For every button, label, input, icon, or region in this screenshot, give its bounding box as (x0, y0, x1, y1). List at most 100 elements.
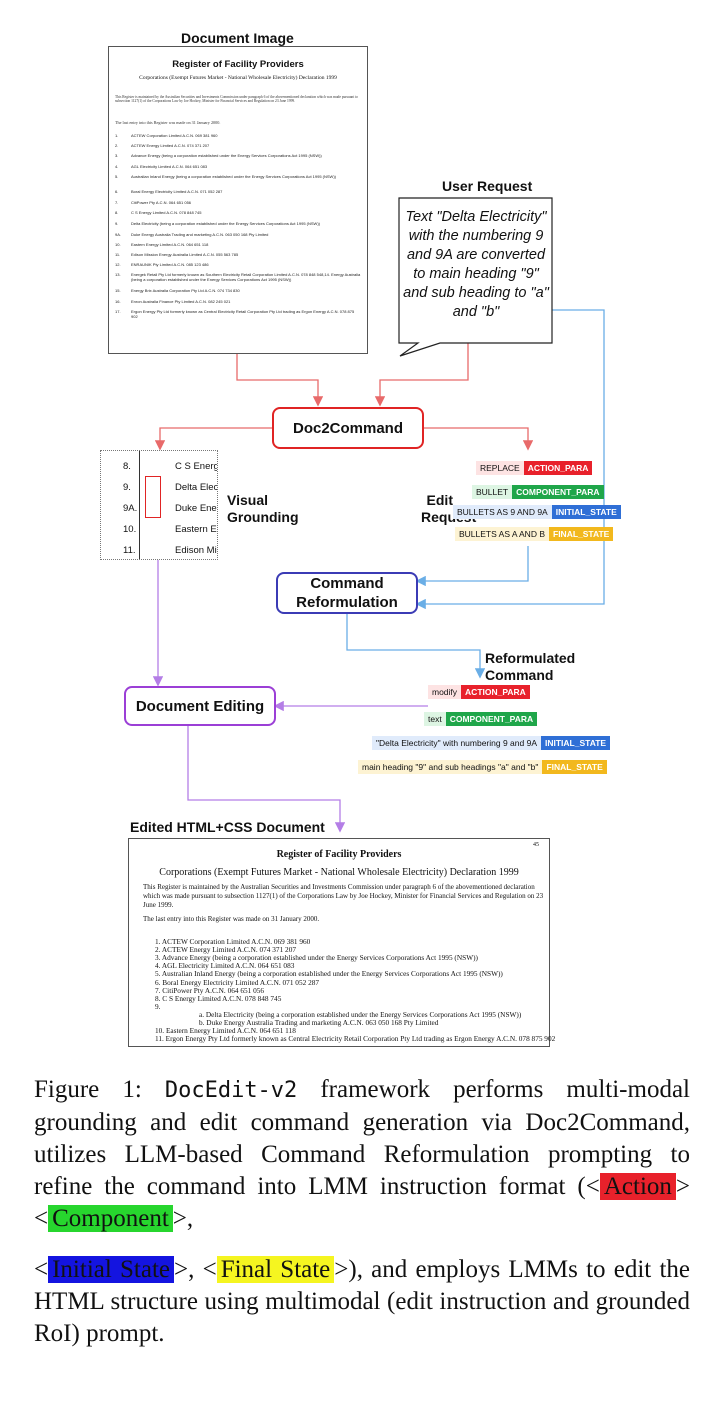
output-doc-line: 10. Eastern Energy Limited A.C.N. 064 65… (155, 1026, 296, 1036)
edit-tag-text: REPLACE (476, 461, 524, 475)
reformulated-tag: "Delta Electricity" with numbering 9 and… (372, 736, 611, 750)
doc2command-box: Doc2Command (272, 407, 424, 449)
input-doc-item-text: Eastern Energy Limited A.C.N. 064 651 11… (131, 242, 209, 247)
edit-tag-chip: ACTION_PARA (523, 461, 593, 475)
edit-tag-text: BULLETS AS A AND B (455, 527, 549, 541)
input-doc-item-number: 15. (115, 288, 121, 293)
command-reformulation-label: Command Reformulation (296, 575, 398, 611)
output-doc-subtitle: Corporations (Exempt Futures Market - Na… (159, 867, 519, 878)
input-doc-item-number: 10. (115, 242, 121, 247)
label-visual-grounding: Visual Grounding (227, 492, 299, 525)
edit-tag-text: BULLETS AS 9 AND 9A (453, 505, 552, 519)
input-doc-item-text: Advance Energy (being a corporation esta… (131, 153, 322, 158)
output-doc-line: 9. (155, 1001, 161, 1011)
input-doc-item-number: 9A. (115, 232, 122, 237)
arrow-edit-to-reform (415, 546, 529, 587)
output-doc-line: 5. Australian Inland Energy (being a cor… (155, 969, 503, 979)
caption-part-2: framework performs multi-modal grounding… (34, 1076, 690, 1200)
input-doc-item-text: Australian Inland Energy (being a corpor… (131, 174, 336, 179)
input-document-image: Register of Facility Providers Corporati… (108, 46, 368, 354)
user-request-bubble (398, 197, 553, 357)
label-document-image: Document Image (181, 30, 294, 46)
caption-part-5: < (34, 1256, 49, 1283)
arrow-doc2command-to-grounding (154, 427, 272, 451)
input-doc-item-text: CitiPower Pty A.C.N. 064 651 056 (131, 200, 192, 205)
reformulated-tag-chip: ACTION_PARA (461, 685, 530, 699)
input-doc-item-text: ACTEW Corporation Limited A.C.N. 069 381… (131, 133, 218, 138)
output-doc-line: 7. CitiPower Pty A.C.N. 064 651 056 (155, 985, 265, 995)
caption-part-4: >, (172, 1205, 194, 1232)
output-doc-line: 6. Boral Energy Electricity Limited A.C.… (155, 977, 320, 987)
input-doc-item-number: 6. (115, 189, 119, 194)
label-user-request: User Request (442, 178, 533, 194)
caption-action-chip: Action (599, 1173, 676, 1200)
grounding-row-number: 9A. (123, 503, 138, 514)
edit-tag-text: BULLET (472, 485, 513, 499)
doc2command-label: Doc2Command (292, 419, 404, 437)
input-doc-item-text: Delta Electricity (being a corporation e… (131, 221, 320, 226)
input-doc-item-number: 3. (115, 153, 119, 158)
output-doc-intro-2: which was made pursuant to subsection 11… (143, 892, 544, 900)
output-doc-line: 3. Advance Energy (being a corporation e… (155, 953, 478, 963)
input-doc-item-text: Edison Mission Energy Australia Limited … (131, 252, 239, 257)
figure-caption: Figure 1: DocEdit-v2 framework performs … (34, 1074, 690, 1350)
caption-final-chip: Final State (216, 1256, 335, 1283)
edit-tag-chip: FINAL_STATE (549, 527, 614, 541)
user-request-text: Text "Delta Electricity" with the number… (403, 209, 549, 320)
input-doc-item-text: Boral Energy Electricity Limited A.C.N. … (131, 189, 223, 194)
input-doc-item-number: 11. (115, 252, 121, 257)
input-doc-item-number: 17. (115, 309, 121, 314)
grounding-row-text: Duke Energ (175, 503, 217, 514)
input-doc-item-number: 4. (115, 164, 119, 169)
output-doc-title: Register of Facility Providers (276, 849, 402, 860)
output-doc-intro-1: This Register is maintained by the Austr… (143, 883, 535, 891)
arrow-request-to-reform (415, 309, 605, 610)
output-doc-line: a. Delta Electricity (being a corporatio… (199, 1009, 522, 1019)
reformulated-tag-text: text (424, 712, 446, 726)
arrow-editing-to-output (187, 726, 346, 833)
input-doc-item-number: 13. (115, 272, 121, 277)
output-doc-line: 4. AGL Electricity Limited A.C.N. 064 65… (155, 961, 295, 971)
input-doc-item-number: 8. (115, 210, 119, 215)
edit-tag-chip: COMPONENT_PARA (512, 485, 604, 499)
input-doc-title: Register of Facility Providers (172, 59, 304, 70)
label-edit-request: Edit Request (421, 492, 477, 525)
grounded-roi-highlight (145, 476, 161, 518)
crop-margin-line (139, 451, 140, 559)
input-doc-item-number: 9. (115, 221, 119, 226)
document-editing-box: Document Editing (124, 686, 276, 726)
reformulated-tag-text: "Delta Electricity" with numbering 9 and… (372, 736, 541, 750)
input-doc-intro: This Register is maintained by the Austr… (115, 95, 358, 104)
document-editing-label: Document Editing (135, 697, 265, 715)
edited-html-document: 45 Register of Facility Providers Corpor… (128, 838, 555, 1047)
arrow-request-to-doc2command (374, 340, 469, 407)
input-doc-item-text: Enron Australia Finance Pty Limited A.C.… (131, 299, 231, 304)
reformulated-tag-chip: INITIAL_STATE (541, 736, 611, 750)
command-reformulation-box: Command Reformulation (276, 572, 418, 614)
caption-component-chip: Component (48, 1205, 173, 1232)
caption-part-6: >, < (174, 1256, 217, 1283)
arrow-reform-to-reformulated (346, 614, 486, 679)
caption-part-7: >), and employs LMMs to edit the HTML st… (34, 1256, 690, 1347)
output-doc-line: b. Duke Energy Australia Trading and mar… (199, 1018, 439, 1027)
caption-framework-name: DocEdit-v2 (164, 1078, 298, 1103)
grounding-row-number: 10. (123, 524, 137, 535)
input-doc-item-text: AGL Electricity Limited A.C.N. 064 651 0… (131, 164, 208, 169)
grounding-row-number: 9. (123, 482, 131, 493)
input-doc-item-number: 7. (115, 200, 119, 205)
output-doc-last-entry: The last entry into this Register was ma… (143, 915, 320, 923)
grounding-row-text: Delta Electr (175, 482, 217, 493)
input-doc-item-text: Ergon Energy Pty Ltd formerly known as C… (131, 309, 355, 319)
input-doc-item-number: 5. (115, 174, 119, 179)
input-doc-last-entry: The last entry into this Register was ma… (115, 120, 221, 125)
input-doc-item-text: Energy Brix Australia Corporation Pty Lt… (131, 288, 240, 293)
input-doc-item-number: 16. (115, 299, 121, 304)
reformulated-tag-chip: FINAL_STATE (542, 760, 607, 774)
reformulated-tag-text: modify (428, 685, 462, 699)
input-doc-item-text: C S Energy Limited A.C.N. 078 848 745 (131, 210, 202, 215)
